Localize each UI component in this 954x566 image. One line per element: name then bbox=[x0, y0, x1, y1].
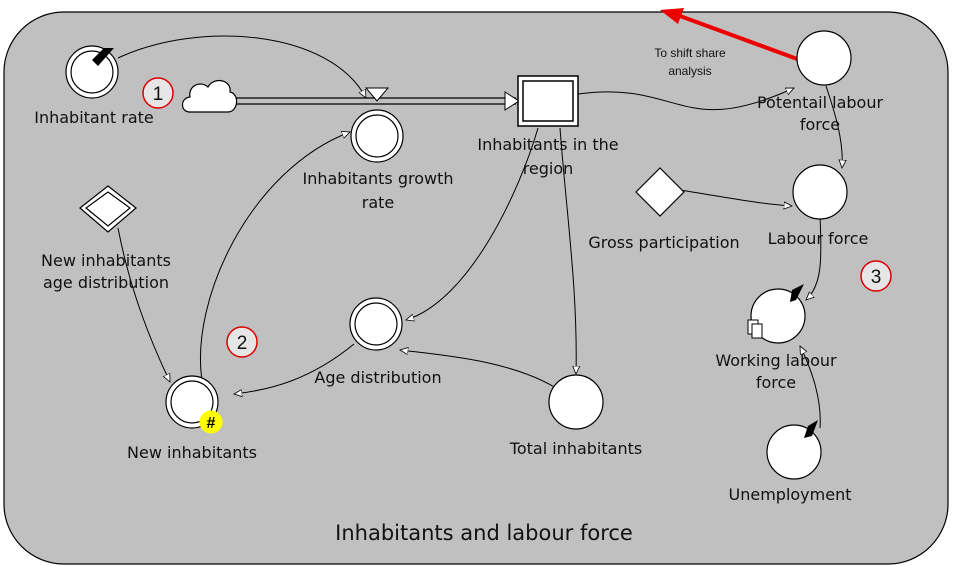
node-unemployment[interactable] bbox=[766, 420, 822, 480]
stock-inhabitants-region[interactable] bbox=[517, 75, 579, 127]
label-unemployment: Unemployment bbox=[729, 485, 852, 504]
node-potential-labour[interactable] bbox=[796, 30, 852, 86]
node-total-inhabitants[interactable] bbox=[548, 374, 604, 430]
marker-3: 3 bbox=[860, 260, 892, 292]
cloud-icon bbox=[181, 79, 238, 113]
node-age-distribution[interactable] bbox=[349, 297, 403, 351]
label-gross-participation: Gross participation bbox=[588, 233, 739, 252]
label-total-inhabitants: Total inhabitants bbox=[509, 439, 642, 458]
shift-share-arrow bbox=[660, 8, 801, 62]
marker-2: 2 bbox=[226, 326, 258, 358]
label-age-distribution: Age distribution bbox=[314, 368, 441, 387]
document-icon bbox=[747, 319, 763, 339]
svg-text:2: 2 bbox=[237, 333, 248, 354]
node-labour-force[interactable] bbox=[792, 164, 848, 220]
svg-text:1: 1 bbox=[153, 84, 164, 105]
flow-pipe bbox=[234, 87, 520, 111]
marker-1: 1 bbox=[142, 77, 174, 109]
node-inhabitant-rate[interactable] bbox=[65, 45, 119, 99]
node-growth-rate[interactable] bbox=[350, 109, 404, 163]
node-gross-participation[interactable] bbox=[635, 167, 685, 217]
label-labour-force: Labour force bbox=[768, 229, 869, 248]
node-working-labour[interactable] bbox=[750, 284, 806, 344]
svg-text:#: # bbox=[207, 415, 216, 432]
background-panel bbox=[3, 11, 949, 565]
label-new-inhabitants: New inhabitants bbox=[127, 443, 257, 462]
label-inhabitant-rate: Inhabitant rate bbox=[34, 108, 153, 127]
svg-text:3: 3 bbox=[871, 267, 882, 288]
diagram-title: Inhabitants and labour force bbox=[335, 521, 633, 545]
node-new-age-distribution[interactable] bbox=[79, 185, 137, 233]
hash-badge: # bbox=[199, 410, 223, 434]
links bbox=[117, 35, 842, 429]
